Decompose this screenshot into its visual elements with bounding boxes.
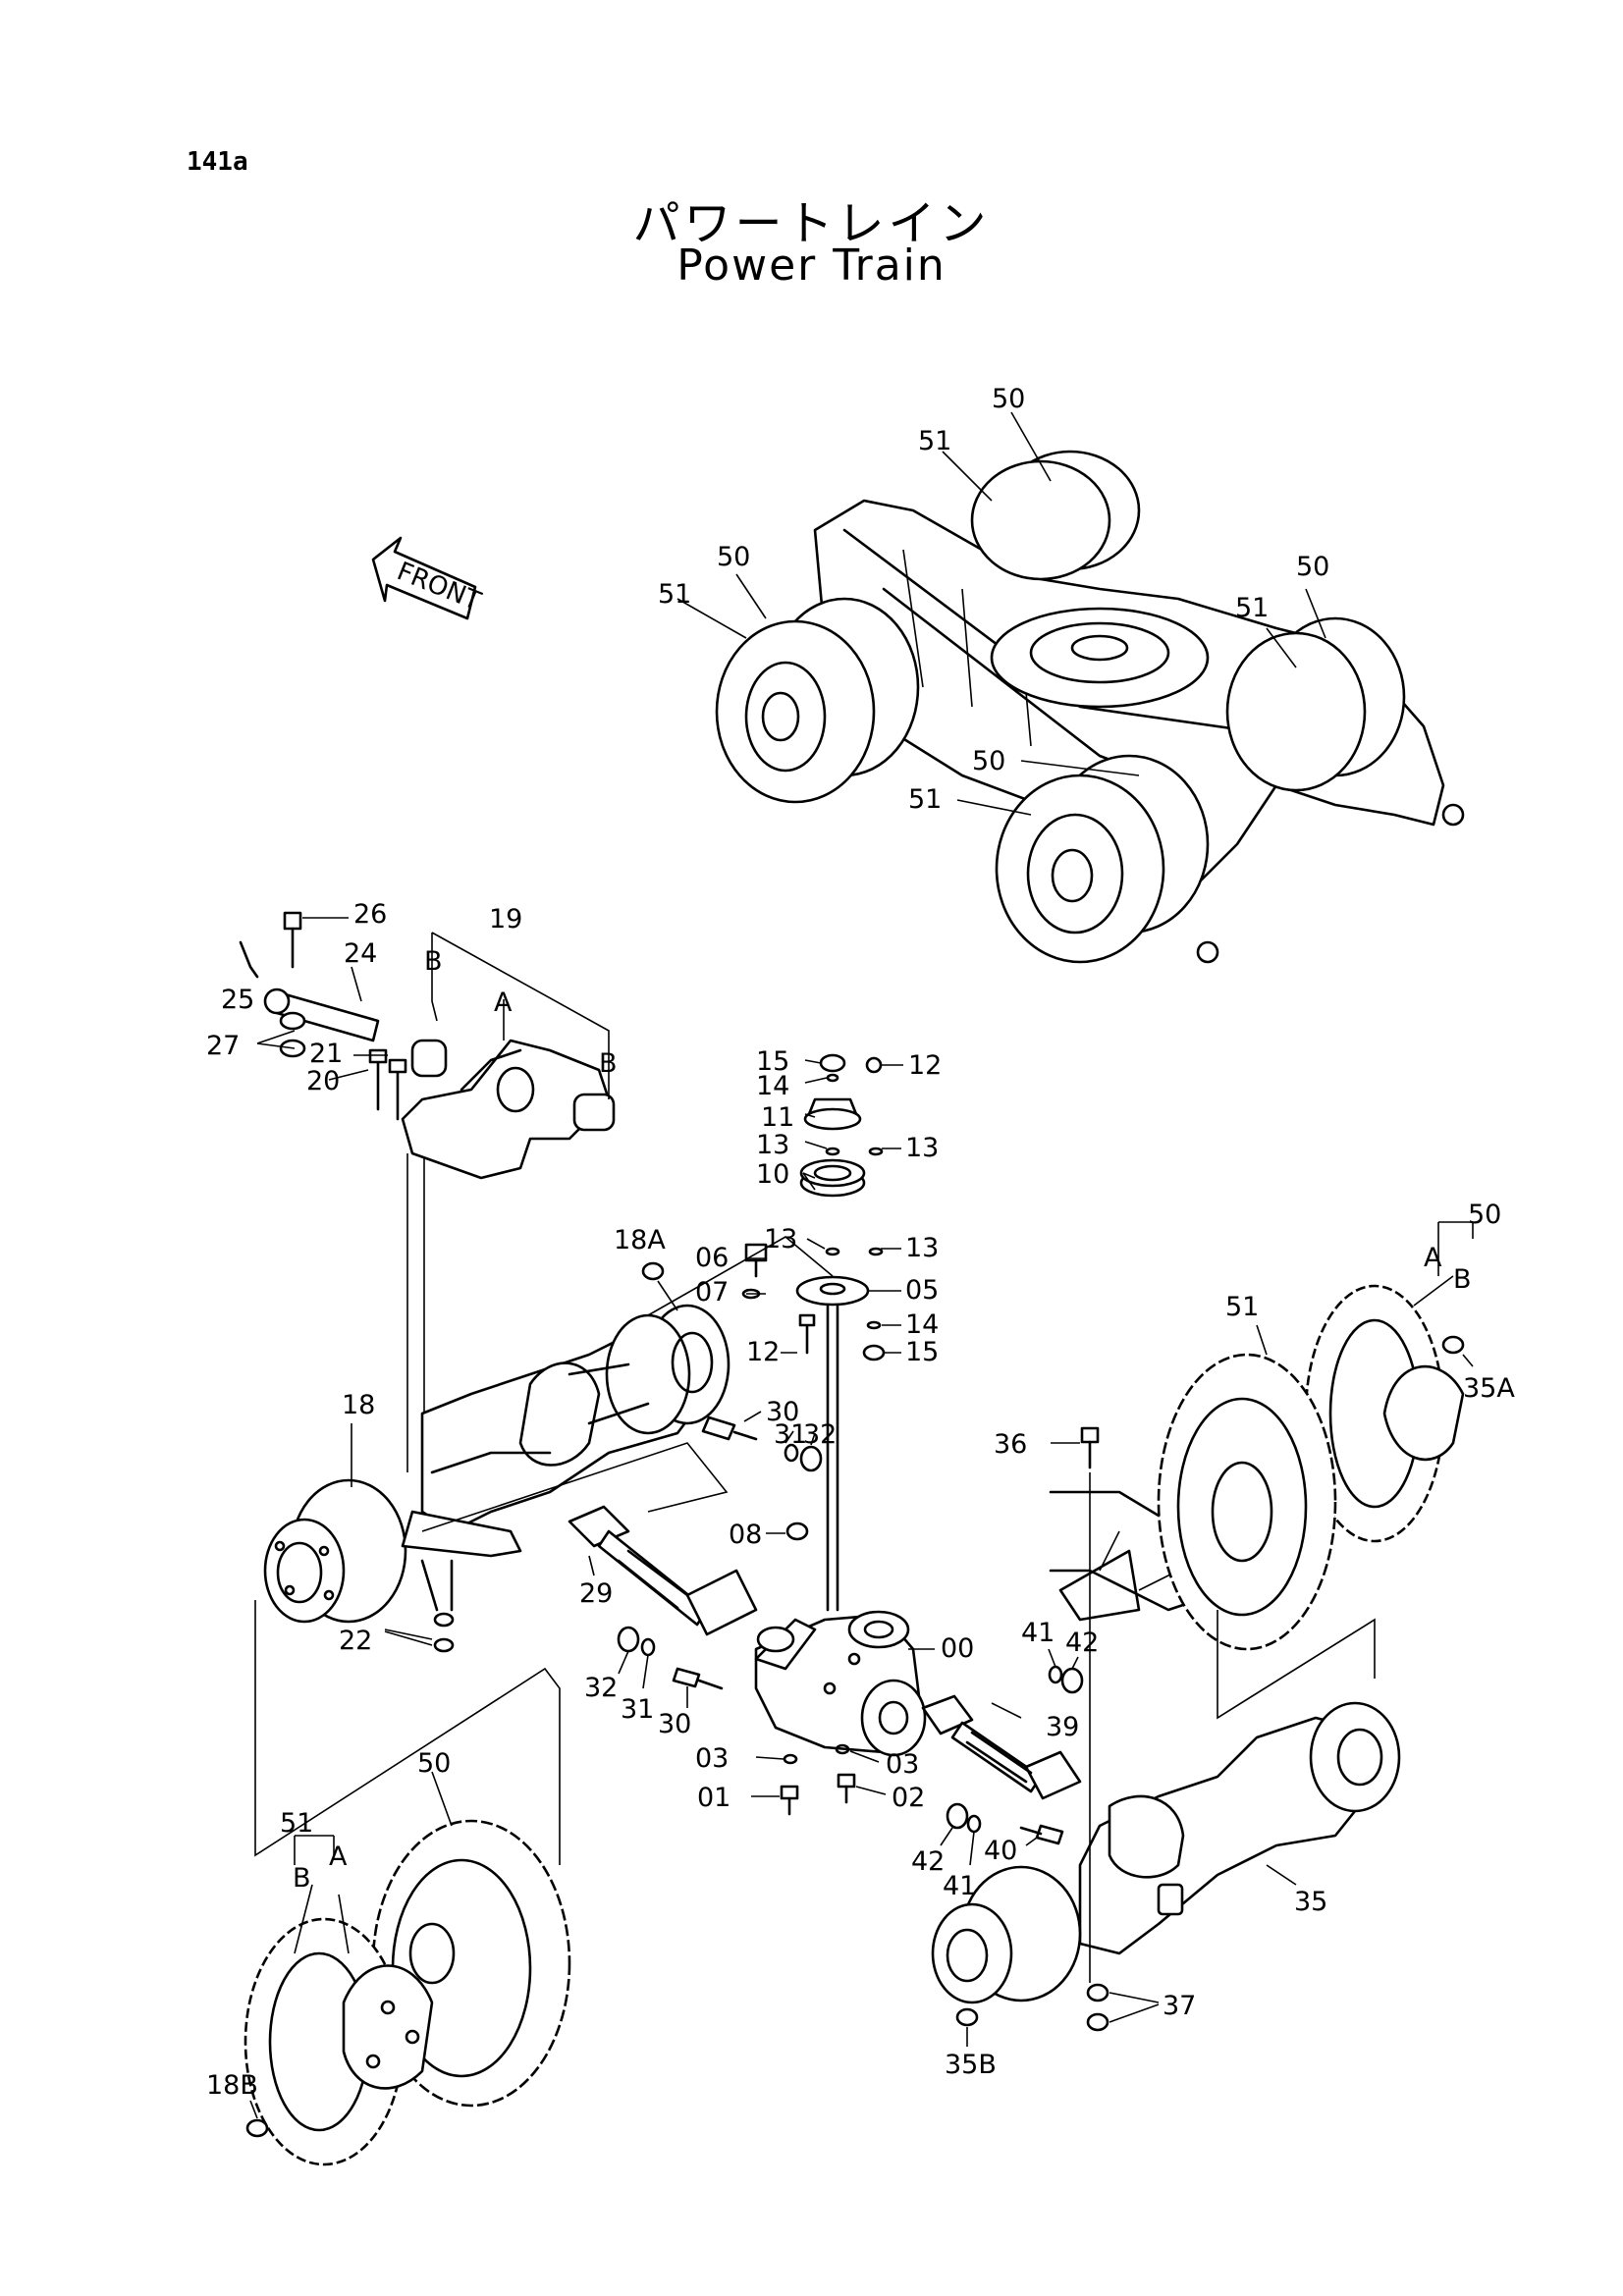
callout-50: 50: [992, 384, 1025, 414]
title-english: Power Train: [676, 240, 947, 291]
callout-12: 12: [746, 1337, 780, 1367]
callout-35B: 35B: [945, 2050, 997, 2080]
callout-21: 21: [309, 1039, 343, 1069]
callout-11: 11: [761, 1102, 794, 1133]
callout-42: 42: [911, 1846, 945, 1877]
callout-51: 51: [1235, 593, 1269, 623]
callout-50-A: A: [1424, 1243, 1442, 1273]
transfer-gearbox: [754, 1610, 927, 1757]
callout-00: 00: [941, 1633, 974, 1664]
callout-18: 18: [342, 1390, 375, 1420]
callout-35A: 35A: [1463, 1373, 1515, 1404]
callout-26: 26: [353, 899, 387, 930]
callout-51: 51: [918, 426, 951, 456]
callout-13: 13: [756, 1130, 789, 1160]
callout-08: 08: [729, 1520, 762, 1550]
callout-15: 15: [756, 1046, 789, 1077]
chassis-assembly: [715, 450, 1465, 964]
callout-32: 32: [584, 1673, 618, 1703]
callout-20: 20: [306, 1066, 340, 1096]
propeller-shaft-front: [568, 1505, 758, 1636]
callout-36: 36: [994, 1429, 1027, 1460]
callout-51: 51: [280, 1808, 313, 1839]
callout-31: 31: [621, 1694, 654, 1725]
callout-25: 25: [221, 985, 254, 1015]
callout-27: 27: [206, 1031, 240, 1061]
callout-24: 24: [344, 938, 377, 969]
callout-30: 30: [658, 1709, 691, 1739]
callout-41: 41: [1021, 1618, 1055, 1648]
callout-37: 37: [1163, 1991, 1196, 2021]
callout-12: 12: [908, 1050, 942, 1081]
front-axle: [263, 1261, 730, 1653]
callout-19: 19: [489, 904, 522, 934]
callout-19-B: B: [599, 1048, 618, 1079]
callout-50-B: B: [1453, 1264, 1472, 1295]
callout-13: 13: [764, 1224, 797, 1255]
callout-02: 02: [892, 1783, 925, 1813]
axle-bracket: [239, 911, 616, 1180]
callout-51-A: A: [329, 1842, 348, 1872]
callout-32: 32: [803, 1419, 837, 1450]
callout-05: 05: [905, 1275, 939, 1306]
callout-50: 50: [417, 1748, 451, 1779]
callout-51-B: B: [293, 1863, 311, 1894]
callout-31: 31: [774, 1419, 807, 1450]
callout-50: 50: [972, 746, 1005, 776]
callout-41: 41: [943, 1871, 976, 1901]
callout-14: 14: [756, 1071, 789, 1101]
callout-51: 51: [658, 579, 691, 610]
callout-51: 51: [908, 784, 942, 815]
callout-03: 03: [886, 1749, 919, 1780]
callout-42: 42: [1065, 1628, 1099, 1658]
callout-22: 22: [339, 1626, 372, 1656]
callout-50: 50: [717, 542, 750, 572]
callout-19-A: A: [494, 988, 513, 1018]
callout-50: 50: [1296, 552, 1329, 582]
callout-50: 50: [1468, 1200, 1501, 1230]
callout-07: 07: [695, 1277, 729, 1308]
callout-29: 29: [579, 1578, 613, 1609]
front-arrow-icon: FRONT: [371, 536, 485, 620]
callout-14: 14: [905, 1309, 939, 1340]
rear-axle: [931, 1701, 1401, 2032]
callout-51: 51: [1225, 1292, 1259, 1322]
callout-19-B: B: [424, 946, 443, 977]
propeller-shaft-rear: [921, 1694, 1082, 1800]
callout-18B: 18B: [206, 2070, 258, 2101]
callout-39: 39: [1046, 1712, 1079, 1742]
callout-18A: 18A: [614, 1225, 666, 1255]
callout-03: 03: [695, 1743, 729, 1774]
callout-30: 30: [766, 1397, 799, 1427]
callout-13: 13: [905, 1233, 939, 1263]
callout-35: 35: [1294, 1887, 1327, 1917]
callout-40: 40: [984, 1836, 1017, 1866]
callout-13: 13: [905, 1133, 939, 1163]
title-japanese: パワートレイン: [632, 196, 991, 251]
callout-15: 15: [905, 1337, 939, 1367]
page-number: 141a: [187, 147, 248, 177]
callout-01: 01: [697, 1783, 730, 1813]
callout-06: 06: [695, 1243, 729, 1273]
front-wheel-assembly: [243, 1819, 571, 2166]
callout-10: 10: [756, 1159, 789, 1190]
rear-wheel-assembly: [1157, 1284, 1465, 1720]
